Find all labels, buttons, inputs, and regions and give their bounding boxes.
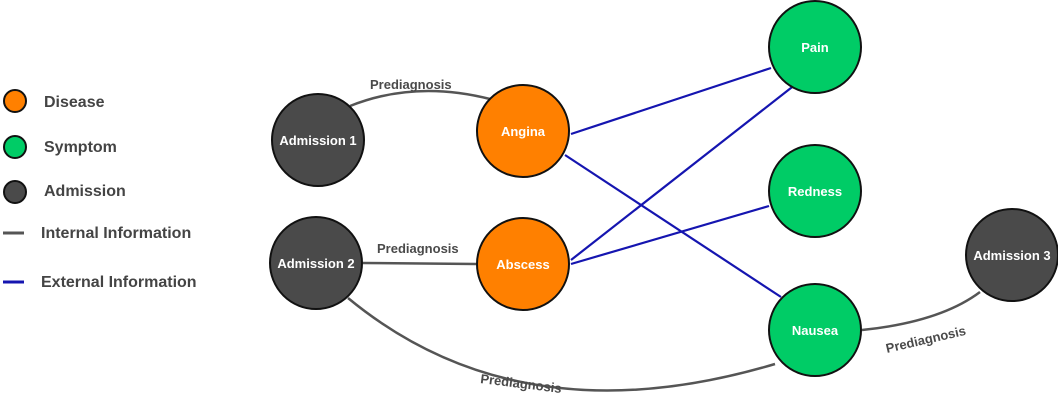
node-angina[interactable]: Angina (476, 84, 570, 178)
edge-admission1-angina (349, 89, 491, 108)
node-angina-label: Angina (501, 124, 546, 139)
node-nausea[interactable]: Nausea (768, 283, 862, 377)
legend: Disease Symptom Admission Internal Infor… (3, 89, 197, 291)
node-abscess-label: Abscess (496, 257, 549, 272)
legend-symptom-swatch (3, 135, 27, 159)
node-nausea-label: Nausea (792, 323, 839, 338)
nodes: Admission 1 Admission 2 Admission 3 Angi… (269, 0, 1058, 377)
legend-admission-swatch (3, 180, 27, 204)
node-pain-label: Pain (801, 40, 829, 55)
internal-edges (347, 89, 981, 392)
node-admission-2-label: Admission 2 (277, 256, 354, 271)
node-pain[interactable]: Pain (768, 0, 862, 94)
legend-disease-label: Disease (44, 94, 105, 111)
legend-admission-label: Admission (44, 183, 126, 200)
edge-label-nausea-admission3: Prediagnosis (884, 323, 967, 356)
edge-angina-nausea (564, 154, 782, 298)
legend-symptom-label: Symptom (44, 139, 117, 156)
legend-internal-label: Internal Information (41, 225, 191, 242)
node-redness-label: Redness (788, 184, 842, 199)
external-edges (564, 66, 797, 298)
edge-label-admission2-nausea: Prediagnosis (480, 371, 563, 396)
legend-external-label: External Information (41, 274, 197, 291)
node-abscess[interactable]: Abscess (476, 217, 570, 311)
edge-nausea-admission3 (861, 290, 981, 332)
node-admission-2[interactable]: Admission 2 (269, 216, 363, 310)
legend-disease-swatch (3, 89, 27, 113)
node-redness[interactable]: Redness (768, 144, 862, 238)
edge-label-admission2-abscess: Prediagnosis (377, 241, 459, 256)
node-admission-1[interactable]: Admission 1 (271, 93, 365, 187)
edge-admission2-nausea (347, 297, 776, 392)
edge-label-admission1-angina: Prediagnosis (370, 77, 452, 92)
edge-abscess-redness (570, 204, 770, 266)
edge-abscess-pain (570, 83, 797, 261)
node-admission-3[interactable]: Admission 3 (965, 208, 1058, 302)
node-admission-3-label: Admission 3 (973, 248, 1050, 263)
node-admission-1-label: Admission 1 (279, 133, 356, 148)
edge-angina-pain (570, 66, 772, 136)
edge-admission2-abscess (362, 261, 477, 266)
